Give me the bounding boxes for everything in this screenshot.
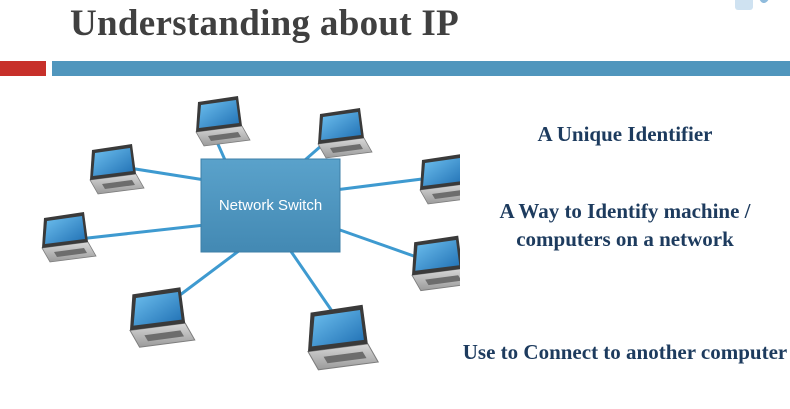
laptop-icon <box>419 153 460 205</box>
corner-decoration-icon <box>735 0 769 10</box>
accent-bar-blue <box>52 61 790 76</box>
laptop-icon <box>195 95 251 147</box>
laptop-icon <box>317 107 373 159</box>
network-diagram <box>41 95 460 371</box>
network-switch <box>200 158 341 253</box>
laptop-icon <box>307 304 379 371</box>
laptop-icon <box>129 286 196 348</box>
bullet-connect-computer: Use to Connect to another computer <box>462 340 788 364</box>
accent-bar-red <box>0 61 46 76</box>
bullet-unique-identifier: A Unique Identifier <box>537 122 713 146</box>
bullet-identify-machines: A Way to Identify machine / computers on… <box>499 199 751 251</box>
slide-title: Understanding about IP <box>70 3 460 44</box>
laptop-icon <box>411 235 460 292</box>
